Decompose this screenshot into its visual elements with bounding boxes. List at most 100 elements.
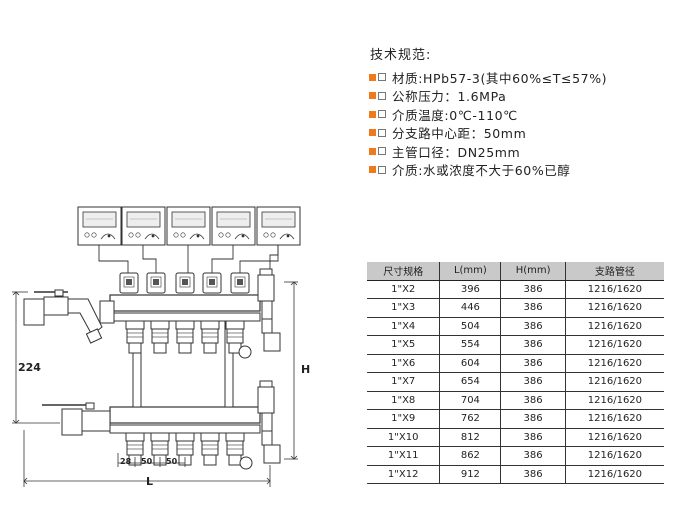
thermostat-icon xyxy=(211,206,256,246)
orange-square-icon xyxy=(369,129,376,137)
table-cell: 386 xyxy=(500,354,566,373)
table-cell: 386 xyxy=(500,298,566,318)
table-cell: 1216/1620 xyxy=(564,428,664,447)
spec-item: 材质:HPb57-3(其中60%≤T≤57%) xyxy=(369,68,607,87)
table-cell: 1216/1620 xyxy=(564,391,664,410)
spec-text: 主管口径：DN25mm xyxy=(392,144,521,160)
table-cell: 386 xyxy=(500,280,566,299)
orange-square-icon xyxy=(369,110,376,118)
spec-item: 介质温度:0℃-110℃ xyxy=(369,105,607,124)
table-cell: 446 xyxy=(439,298,501,318)
table-cell: 386 xyxy=(500,428,566,447)
dim-224-label: 224 xyxy=(18,361,41,374)
spec-text: 公称压力：1.6MPa xyxy=(392,89,507,105)
manifold-drawing: 224 H L 28 50 50 xyxy=(12,206,310,488)
actuator-icon xyxy=(230,272,250,294)
dim-50-label: 50 xyxy=(166,457,178,466)
table-cell: 1"X6 xyxy=(367,354,440,373)
table-cell: 1"X10 xyxy=(367,428,440,447)
orange-square-icon xyxy=(369,73,376,81)
empty-square-icon xyxy=(378,91,386,100)
spec-item: 主管口径：DN25mm xyxy=(369,142,607,161)
col-header-l: L(mm) xyxy=(439,262,501,281)
table-cell: 762 xyxy=(439,409,501,429)
empty-square-icon xyxy=(378,128,386,137)
specs-list: 材质:HPb57-3(其中60%≤T≤57%) 公称压力：1.6MPa 介质温度… xyxy=(369,68,607,179)
actuator-icon xyxy=(146,272,166,294)
spec-text: 介质:水或浓度不大于60%已醇 xyxy=(392,163,571,179)
dim-h-label: H xyxy=(301,363,310,376)
actuator-icon xyxy=(202,272,222,294)
table-cell: 386 xyxy=(500,335,566,355)
table-cell: 386 xyxy=(500,372,566,392)
table-cell: 386 xyxy=(500,391,566,410)
table-cell: 1216/1620 xyxy=(564,446,664,466)
table-cell: 1216/1620 xyxy=(564,354,664,373)
table-cell: 386 xyxy=(500,465,566,484)
table-cell: 1"X12 xyxy=(367,465,440,484)
table-cell: 654 xyxy=(439,372,501,392)
col-header-size: 尺寸规格 xyxy=(367,262,440,281)
empty-square-icon xyxy=(378,110,386,119)
table-cell: 912 xyxy=(439,465,501,484)
table-header-row: 尺寸规格 L(mm) H(mm) 支路管径 xyxy=(367,262,664,281)
table-cell: 1216/1620 xyxy=(564,335,664,355)
upper-manifold xyxy=(109,294,261,322)
table-cell: 812 xyxy=(439,428,501,447)
table-cell: 604 xyxy=(439,354,501,373)
dim-l-label: L xyxy=(146,475,153,488)
table-cell: 1216/1620 xyxy=(564,280,664,299)
dim-28-label: 28 xyxy=(120,457,132,466)
table-cell: 1216/1620 xyxy=(564,465,664,484)
lower-manifold xyxy=(109,406,261,434)
actuator-icon xyxy=(119,272,139,294)
table-cell: 862 xyxy=(439,446,501,466)
thermostat-icon xyxy=(121,206,166,246)
table-cell: 386 xyxy=(500,317,566,336)
table-cell: 554 xyxy=(439,335,501,355)
thermostat-icon xyxy=(77,206,122,246)
table-cell: 1216/1620 xyxy=(564,317,664,336)
col-header-h: H(mm) xyxy=(500,262,566,281)
table-cell: 396 xyxy=(439,280,501,299)
spec-text: 介质温度:0℃-110℃ xyxy=(392,107,518,123)
table-cell: 504 xyxy=(439,317,501,336)
orange-square-icon xyxy=(369,147,376,155)
table-cell: 1"X9 xyxy=(367,409,440,429)
table-cell: 1"X5 xyxy=(367,335,440,355)
table-cell: 1216/1620 xyxy=(564,409,664,429)
spec-item: 分支路中心距：50mm xyxy=(369,124,607,143)
lower-ball-valve xyxy=(42,402,111,436)
dimension-lines xyxy=(12,281,298,487)
table-cell: 1"X8 xyxy=(367,391,440,410)
table-cell: 386 xyxy=(500,409,566,429)
empty-square-icon xyxy=(378,73,386,82)
upper-ball-valve xyxy=(23,289,115,344)
orange-square-icon xyxy=(369,92,376,100)
actuator-icon xyxy=(175,272,195,294)
thermostat-icon xyxy=(166,206,211,246)
table-cell: 1"X2 xyxy=(367,280,440,299)
wiring xyxy=(98,245,279,273)
table-cell: 1"X4 xyxy=(367,317,440,336)
table-cell: 1216/1620 xyxy=(564,298,664,318)
table-cell: 1"X7 xyxy=(367,372,440,392)
spec-text: 分支路中心距：50mm xyxy=(392,126,527,142)
empty-square-icon xyxy=(378,147,386,156)
spec-item: 介质:水或浓度不大于60%已醇 xyxy=(369,161,607,180)
table-cell: 704 xyxy=(439,391,501,410)
table-cell: 1"X11 xyxy=(367,446,440,466)
specs-title: 技术规范: xyxy=(370,48,432,63)
